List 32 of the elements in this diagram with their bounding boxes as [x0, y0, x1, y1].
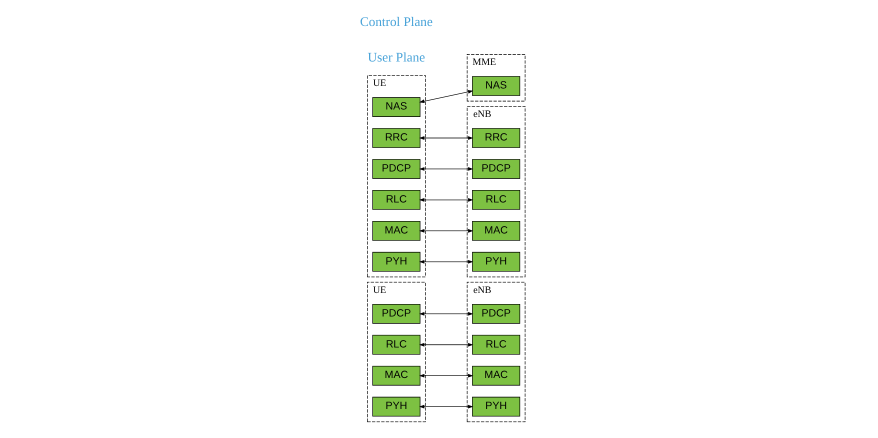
arrow: [418, 404, 473, 408]
node-box: MAC: [372, 220, 420, 241]
node-box: MAC: [372, 366, 420, 386]
node-box: RRC: [472, 128, 520, 148]
arrow: [418, 229, 473, 233]
label: User Plane: [367, 50, 425, 65]
node-box: NAS: [472, 76, 520, 96]
node-box: PDCP: [472, 159, 520, 179]
node-box: RLC: [472, 334, 520, 355]
node-box: PDCP: [372, 159, 420, 179]
node-box: PYH: [472, 252, 520, 272]
node-box: RLC: [372, 334, 420, 355]
arrow: [418, 198, 473, 202]
arrow: [418, 260, 473, 264]
node-box: PDCP: [472, 304, 520, 324]
arrow: [418, 312, 473, 316]
node-box: MAC: [472, 366, 520, 386]
arrow: [418, 342, 473, 347]
node-box: MAC: [472, 220, 520, 241]
arrow: [418, 167, 473, 171]
arrow: [418, 374, 473, 378]
node-box: RLC: [472, 190, 520, 210]
node-box: PDCP: [372, 304, 420, 324]
node-box: PYH: [372, 252, 420, 272]
arrow: [418, 136, 473, 140]
node-box: PYH: [472, 396, 520, 417]
node-box: RLC: [372, 190, 420, 210]
node-box: NAS: [372, 97, 420, 117]
arrow: [418, 90, 473, 104]
label: Control Plane: [360, 14, 432, 30]
node-box: RRC: [372, 128, 420, 148]
node-box: PYH: [372, 396, 420, 417]
